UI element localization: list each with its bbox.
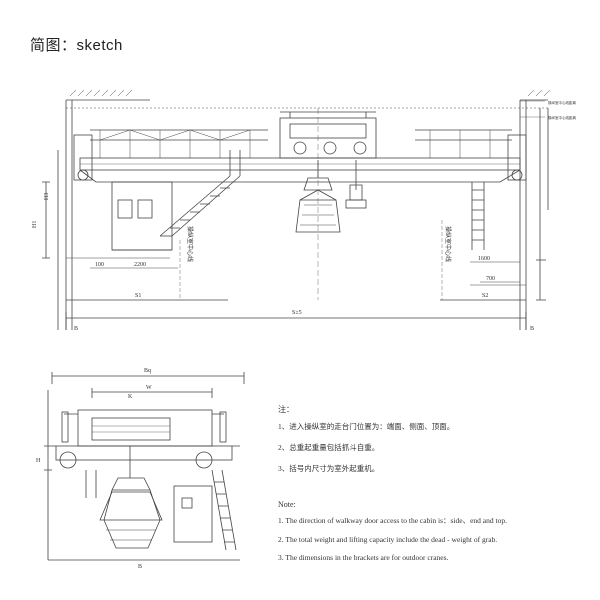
notes-panel: 注： 1、进入操纵室的走台门位置为：端面、侧面、顶面。 2、总重起重量包括抓斗自… (278, 404, 578, 571)
notes-cn-item: 1、进入操纵室的走台门位置为：端面、侧面、顶面。 (278, 422, 455, 431)
dim-2200: 2200 (134, 262, 146, 268)
dim-b-left: B (74, 326, 78, 332)
notes-en-heading: Note: (278, 500, 296, 509)
dim-span: S±5 (292, 310, 302, 316)
dim-h3: H3 (44, 193, 50, 200)
dim-bq: Bq (144, 368, 151, 374)
notes-en-item: 1. The direction of walkway door access … (278, 516, 507, 525)
dim-700: 700 (486, 276, 495, 282)
right-centerline-label: 操纵室中心线 (444, 226, 452, 262)
dim-b-right: B (530, 326, 534, 332)
notes-cn-item: 3、括号内尺寸为室外起重机。 (278, 464, 380, 473)
dim-w: W (146, 385, 152, 391)
notes-en-item: 2. The total weight and lifting capacity… (278, 535, 498, 544)
page-title: 简图：sketch (30, 37, 123, 54)
dim-s1: S1 (135, 293, 141, 299)
legend-line-1: 操纵室中心线距离 (548, 100, 576, 105)
dim-1600: 1600 (478, 256, 490, 262)
dim-k: K (128, 394, 133, 400)
legend-line-2: 操纵室中心线距离 (548, 115, 576, 120)
dim-s2: S2 (482, 293, 488, 299)
dim-h1: H1 (32, 221, 38, 228)
dim-100: 100 (95, 262, 104, 268)
cabin-centerline-label: 操纵室中心线 (186, 226, 194, 262)
dim-h: H (36, 458, 41, 464)
notes-en-item: 3. The dimensions in the brackets are fo… (278, 553, 449, 562)
notes-cn-heading: 注： (278, 405, 294, 414)
dim-b: B (138, 564, 142, 570)
notes-cn-item: 2、总重起重量包括抓斗自重。 (278, 443, 380, 452)
